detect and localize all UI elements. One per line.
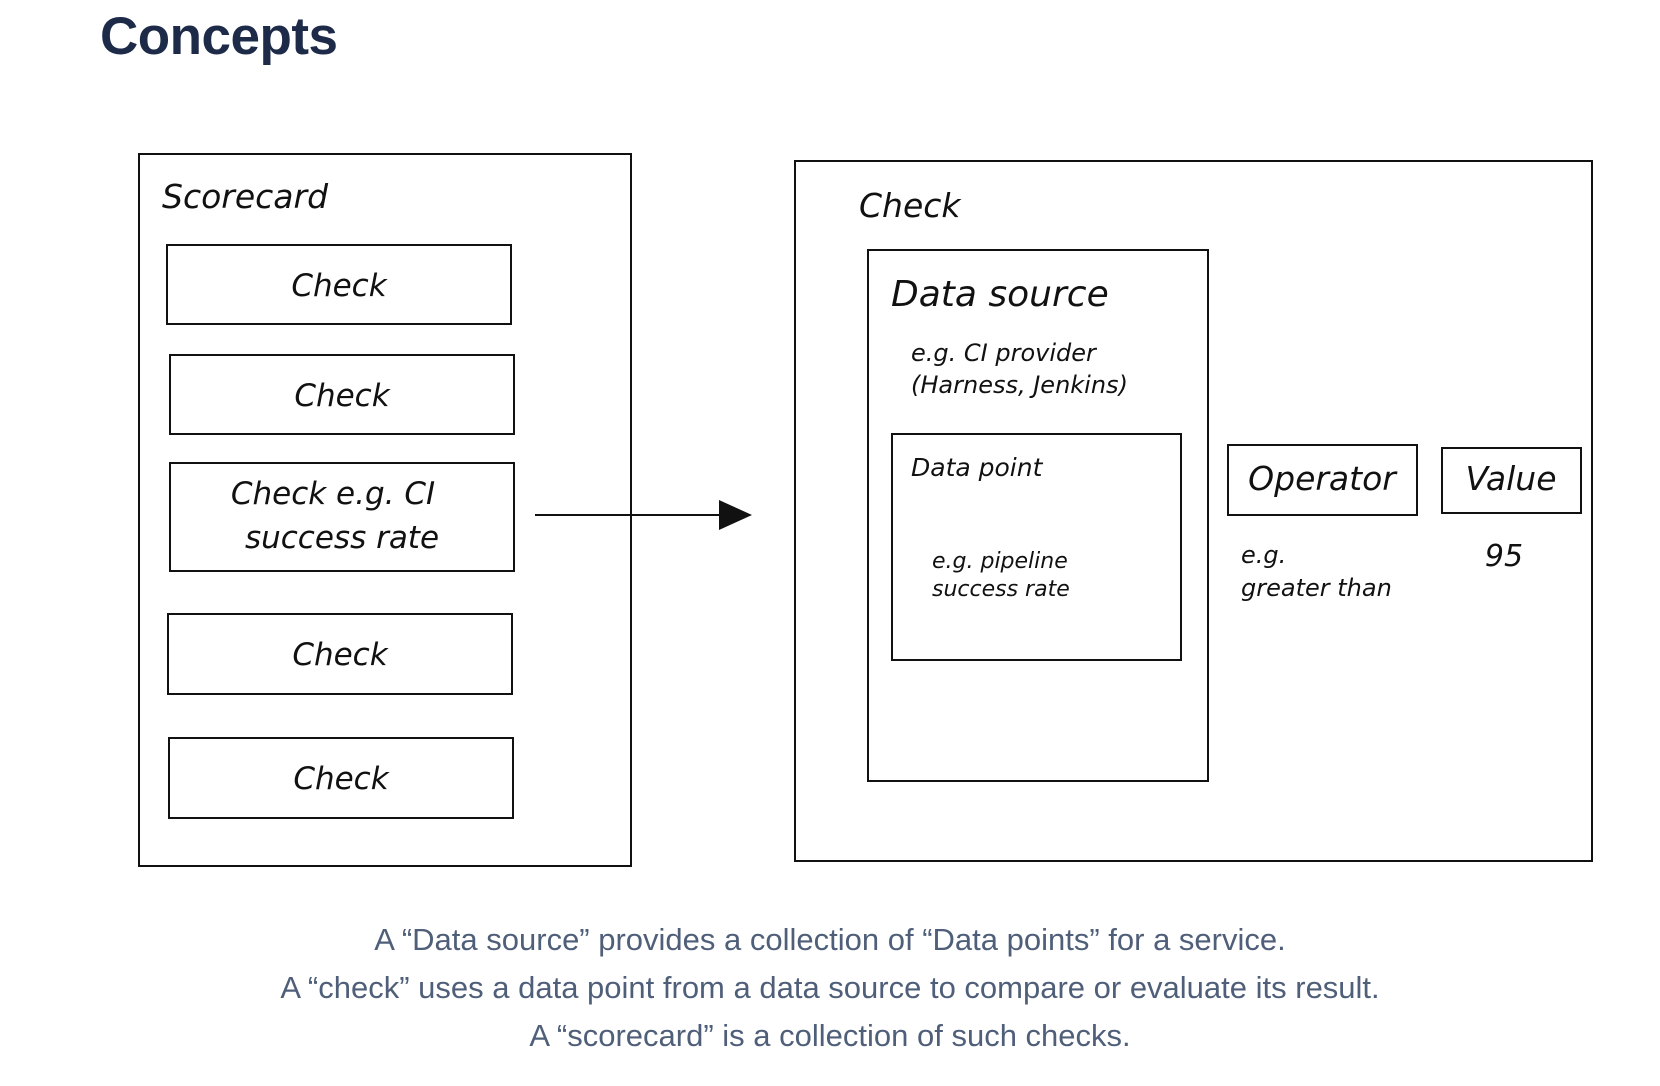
data-source-example-line1: e.g. CI provider	[911, 339, 1098, 367]
scorecard-check-2: Check	[169, 354, 515, 435]
scorecard-box	[138, 153, 632, 867]
scorecard-check-1: Check	[166, 244, 512, 325]
operator-box	[1227, 444, 1418, 516]
data-source-label: Data source	[891, 274, 1109, 315]
scorecard-check-4: Check	[168, 737, 514, 819]
operator-example-line2: greater than	[1241, 574, 1392, 602]
check-example-line1: Check e.g. CI	[231, 476, 435, 512]
check-box	[166, 244, 512, 325]
check-detail-box	[794, 160, 1593, 862]
scorecard-label: Scorecard	[162, 177, 329, 216]
check-box	[169, 462, 515, 572]
data-source-example-line2: (Harness, Jenkins)	[911, 371, 1128, 399]
check-box	[167, 613, 513, 695]
diagram-caption: A “Data source” provides a collection of…	[0, 916, 1660, 1060]
check-box	[169, 354, 515, 435]
caption-line: A “check” uses a data point from a data …	[280, 970, 1380, 1005]
check-label: Check	[291, 268, 387, 304]
caption-line: A “scorecard” is a collection of such ch…	[529, 1018, 1131, 1053]
value-box	[1441, 447, 1582, 514]
data-point-example-line2: success rate	[932, 577, 1070, 602]
page-title: Concepts	[100, 7, 338, 66]
check-label: Check	[294, 378, 390, 414]
data-point-box	[891, 433, 1182, 661]
check-detail-label: Check	[859, 186, 962, 225]
data-source-box	[867, 249, 1209, 782]
check-example-line2: success rate	[245, 520, 439, 556]
data-point-example-line1: e.g. pipeline	[932, 549, 1068, 574]
value-example: 95	[1485, 539, 1523, 574]
check-label: Check	[292, 637, 388, 673]
check-box	[168, 737, 514, 819]
scorecard-check-3: Check	[167, 613, 513, 695]
check-label: Check	[293, 761, 389, 797]
operator-example-line1: e.g.	[1241, 541, 1286, 569]
concepts-diagram: Scorecard Check Check Check e.g. CI succ…	[138, 153, 1593, 867]
value-label: Value	[1465, 459, 1556, 498]
operator-label: Operator	[1248, 459, 1398, 498]
scorecard-check-example: Check e.g. CI success rate	[169, 462, 515, 572]
arrow-icon	[535, 500, 752, 530]
data-point-label: Data point	[911, 453, 1044, 482]
caption-line: A “Data source” provides a collection of…	[374, 922, 1286, 957]
